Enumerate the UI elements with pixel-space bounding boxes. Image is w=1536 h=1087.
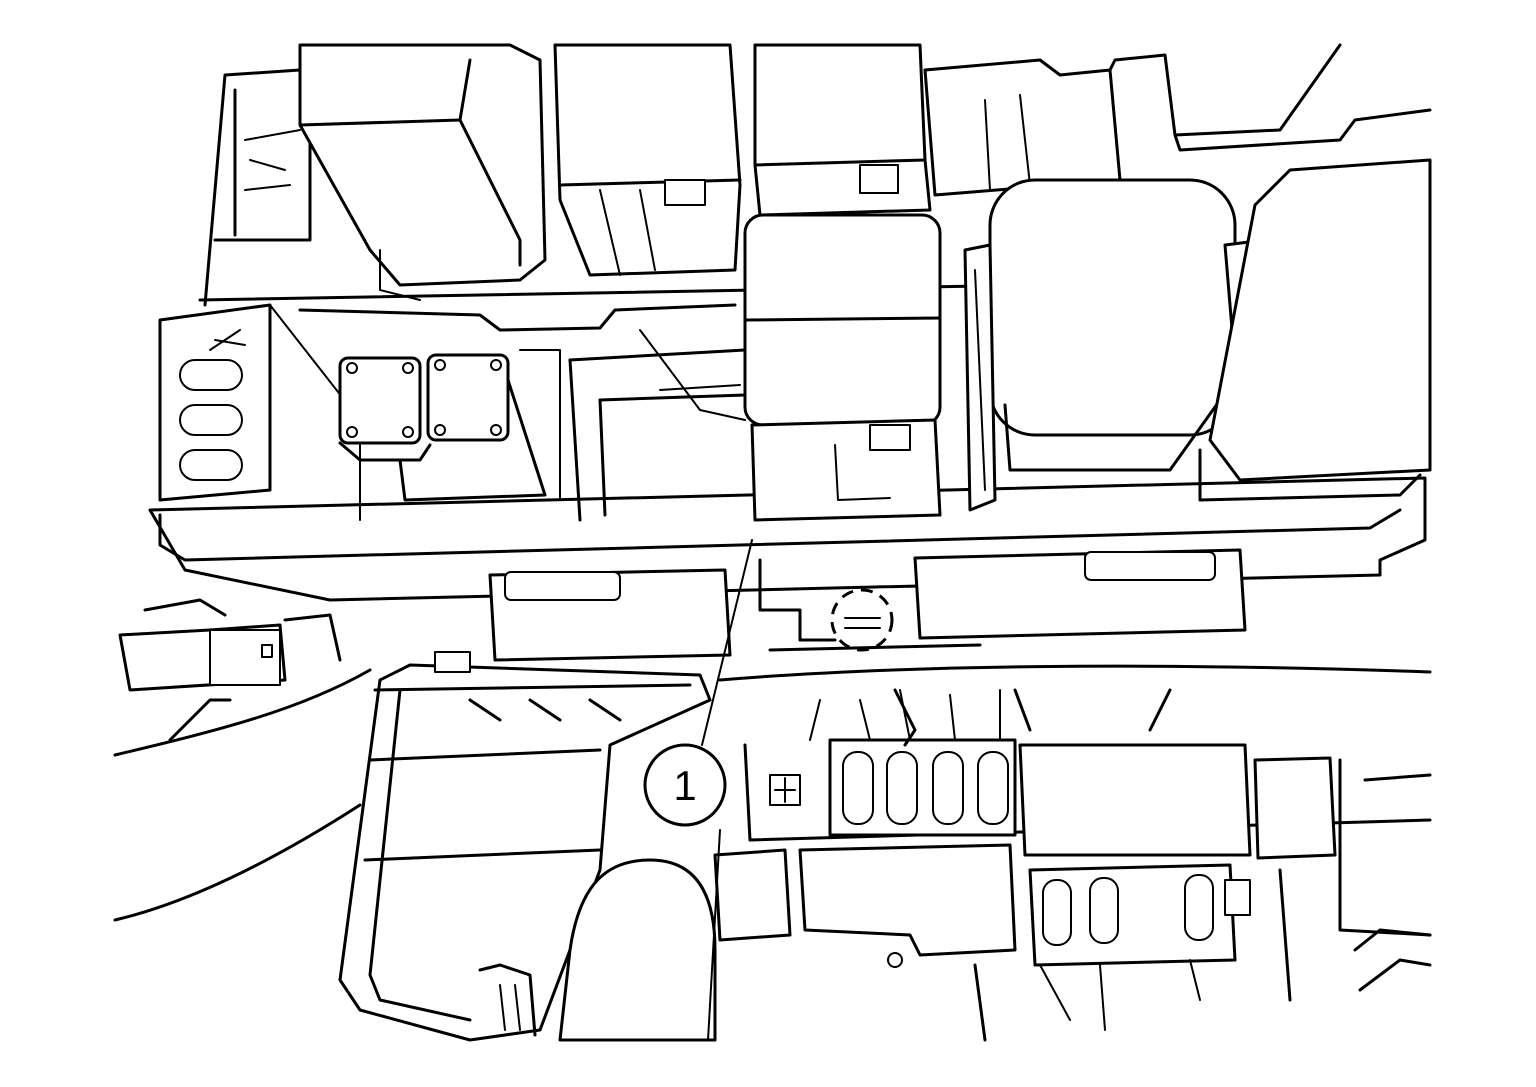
fuse-row-bottom bbox=[1042, 874, 1214, 946]
relay-top-center bbox=[753, 43, 932, 217]
hoses-left bbox=[113, 668, 372, 922]
callout-label-1: 1 bbox=[673, 762, 696, 809]
twin-connectors bbox=[338, 349, 561, 502]
fuse-row-top bbox=[842, 751, 1009, 825]
sweep-line bbox=[718, 664, 1432, 682]
middle-channel bbox=[298, 303, 747, 522]
callout-leader-line bbox=[701, 539, 753, 746]
relay-top-left bbox=[298, 43, 547, 301]
relay-right-large bbox=[963, 178, 1272, 512]
callout-circle bbox=[643, 743, 727, 827]
relay-far-right bbox=[1198, 158, 1432, 502]
callout-leader-line-lower bbox=[707, 829, 721, 1041]
relay-center bbox=[743, 213, 942, 522]
lower-fuse-block bbox=[713, 688, 1432, 1042]
left-side-connector bbox=[118, 598, 342, 692]
relay-top-right bbox=[923, 43, 1432, 197]
relay-top-middle bbox=[553, 43, 742, 277]
connector-bar bbox=[488, 548, 1247, 662]
callout-1: 1 bbox=[643, 539, 753, 1041]
lower-cover bbox=[338, 651, 717, 1042]
upper-relay-block bbox=[148, 68, 1432, 602]
